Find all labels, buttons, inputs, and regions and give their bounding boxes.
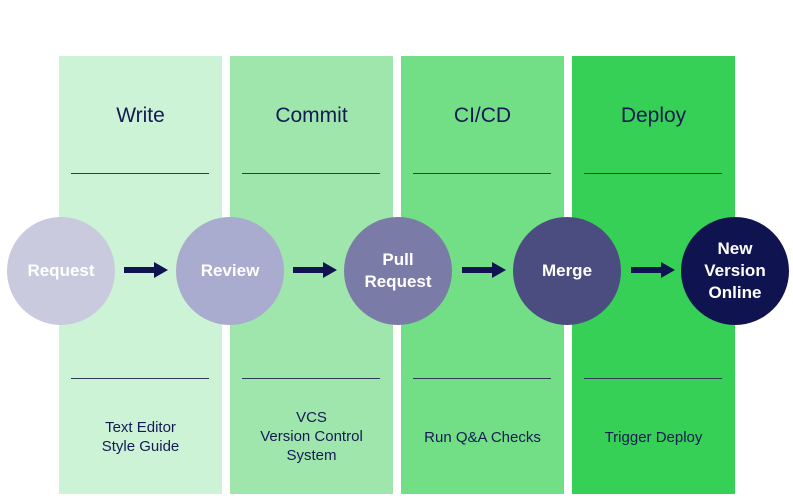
column-description: Run Q&A Checks bbox=[424, 429, 541, 446]
top-divider bbox=[413, 173, 551, 174]
top-divider bbox=[584, 173, 722, 174]
stage-merge: Merge bbox=[513, 217, 621, 325]
column-title: Commit bbox=[275, 104, 348, 127]
top-divider bbox=[242, 173, 380, 174]
arrow-right-icon bbox=[631, 262, 675, 278]
stage-review: Review bbox=[176, 217, 284, 325]
top-divider bbox=[71, 173, 209, 174]
bottom-divider bbox=[584, 378, 722, 379]
column-title: CI/CD bbox=[453, 104, 512, 127]
column-description: Trigger Deploy bbox=[604, 429, 703, 446]
arrow-right-icon bbox=[462, 262, 506, 278]
stage-new-version-online: New Version Online bbox=[681, 217, 789, 325]
bottom-divider bbox=[242, 378, 380, 379]
arrow-right-icon bbox=[293, 262, 337, 278]
column-title: Deploy bbox=[620, 104, 687, 127]
column-title: Write bbox=[116, 104, 165, 127]
stage-pull-request: Pull Request bbox=[344, 217, 452, 325]
bottom-divider bbox=[413, 378, 551, 379]
arrow-right-icon bbox=[124, 262, 168, 278]
column-description: VCS Version Control System bbox=[260, 409, 363, 464]
stage-request: Request bbox=[7, 217, 115, 325]
bottom-divider bbox=[71, 378, 209, 379]
column-description: Text Editor Style Guide bbox=[101, 419, 180, 455]
